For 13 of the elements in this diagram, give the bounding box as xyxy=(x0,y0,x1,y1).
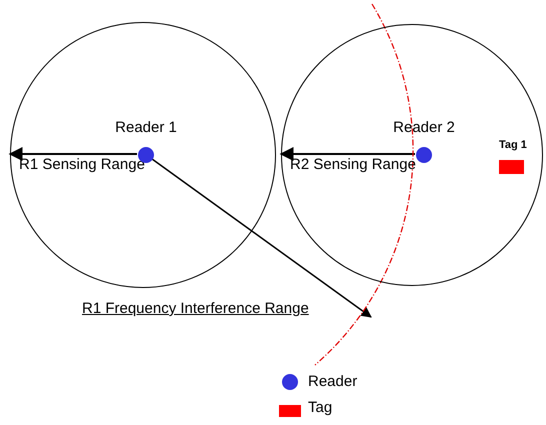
legend-label: Reader xyxy=(308,373,358,390)
range-label: R1 Sensing Range xyxy=(19,156,145,173)
tag-label: Tag 1 xyxy=(499,139,527,151)
reader-label: Reader 2 xyxy=(393,119,455,136)
arrow xyxy=(280,147,415,161)
sensing-range-circle xyxy=(281,24,543,286)
arrow xyxy=(8,147,137,161)
reader-label: Reader 1 xyxy=(115,119,177,136)
range-label: R2 Sensing Range xyxy=(290,156,416,173)
sensing-range-circle xyxy=(10,22,276,288)
range-label: R1 Frequency Interference Range xyxy=(80,300,311,317)
arrow xyxy=(151,158,372,318)
legend-label: Tag xyxy=(308,399,332,416)
